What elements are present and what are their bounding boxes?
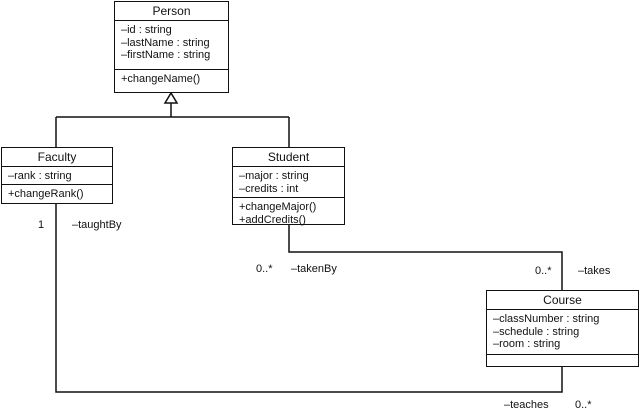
class-attributes: –classNumber : string –schedule : string…	[487, 310, 638, 355]
attribute: –schedule : string	[493, 325, 580, 338]
class-name: Course	[487, 291, 638, 310]
class-name: Person	[115, 2, 228, 21]
role-takes: –takes	[578, 265, 611, 277]
multiplicity-student: 0..*	[256, 263, 273, 275]
class-faculty: Faculty –rank : string +changeRank()	[1, 147, 113, 204]
operation: +changeRank()	[8, 188, 84, 200]
class-attributes: –major : string –credits : int	[233, 167, 344, 198]
class-person: Person –id : string –lastName : string –…	[114, 1, 229, 93]
operation: +addCredits()	[239, 213, 306, 226]
class-operations: +changeName()	[115, 70, 228, 89]
attribute: –credits : int	[239, 182, 299, 195]
association-faculty-course	[55, 204, 563, 393]
class-operations	[487, 355, 638, 361]
multiplicity-faculty: 1	[38, 219, 45, 231]
class-operations: +changeRank()	[2, 185, 112, 204]
class-course: Course –classNumber : string –schedule :…	[486, 290, 639, 367]
operation: +changeName()	[121, 73, 201, 85]
generalization-arrowhead	[163, 91, 179, 104]
attribute: –classNumber : string	[493, 313, 600, 325]
class-name: Faculty	[2, 148, 112, 167]
role-teaches: –teaches	[504, 399, 549, 411]
attribute: –firstName : string	[121, 49, 211, 61]
association-student-course	[288, 225, 563, 290]
class-attributes: –rank : string	[2, 167, 112, 185]
attribute: –id : string	[121, 24, 172, 36]
class-attributes: –id : string –lastName : string –firstNa…	[115, 21, 228, 70]
attribute: –lastName : string	[121, 36, 210, 49]
multiplicity-course-teaches: 0..*	[575, 399, 592, 411]
class-name: Student	[233, 148, 344, 167]
role-takenby: –takenBy	[291, 263, 337, 275]
multiplicity-course-takes: 0..*	[535, 265, 552, 277]
attribute: –major : string	[239, 170, 309, 182]
attribute: –rank : string	[8, 170, 72, 182]
class-operations: +changeMajor() +addCredits()	[233, 198, 344, 229]
attribute: –room : string	[493, 338, 561, 350]
role-taughtby: –taughtBy	[72, 219, 122, 231]
class-student: Student –major : string –credits : int +…	[232, 147, 345, 226]
operation: +changeMajor()	[239, 201, 317, 213]
